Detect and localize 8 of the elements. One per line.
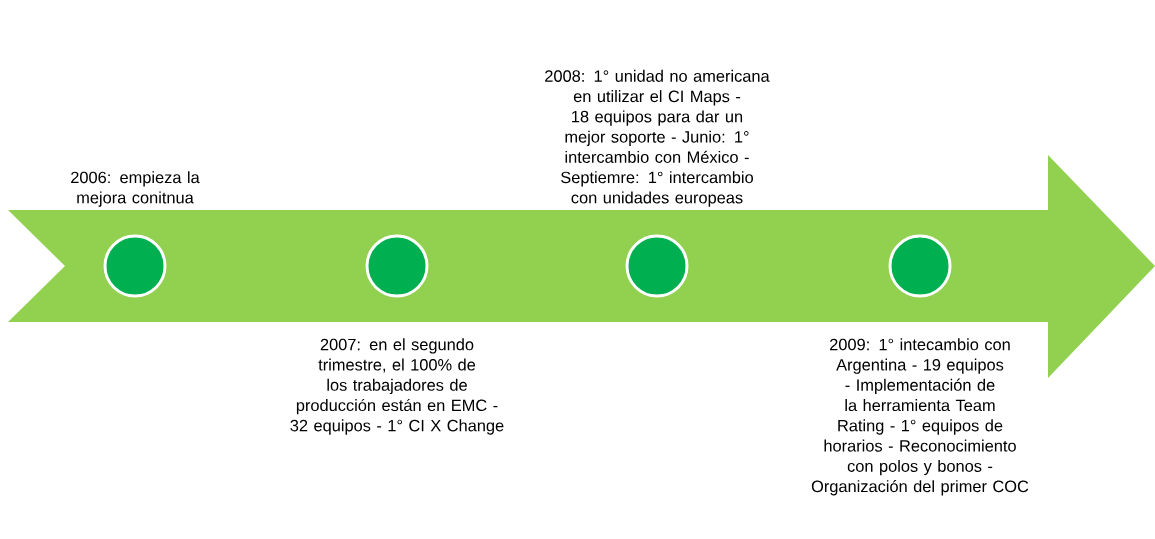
milestone-text: 2008: 1° unidad no americana en utilizar el CI Maps - 18 equipos para dar un mejor soporte - Junio: 1° intercambio con México - Septiemre: 1° intercambio con unidades europeas xyxy=(545,69,770,207)
milestone-text: 2007: en el segundo trimestre, el 100% de los trabajadores de producción están en EMC - 32 equipos - 1° CI X Change xyxy=(290,338,504,435)
milestone-dot xyxy=(103,234,167,298)
milestone-dot xyxy=(365,234,429,298)
milestone-text: 2009: 1° intecambio con Argentina - 19 equipos - Implementación de la herramienta Team Rating - 1° equipos de horarios - Reconocimiento con polos y bonos - Organización del primer COC xyxy=(811,338,1029,496)
milestone-dot xyxy=(888,234,952,298)
milestone-dot xyxy=(625,234,689,298)
milestone-text: 2006: empieza la mejora conitnua xyxy=(71,171,200,207)
